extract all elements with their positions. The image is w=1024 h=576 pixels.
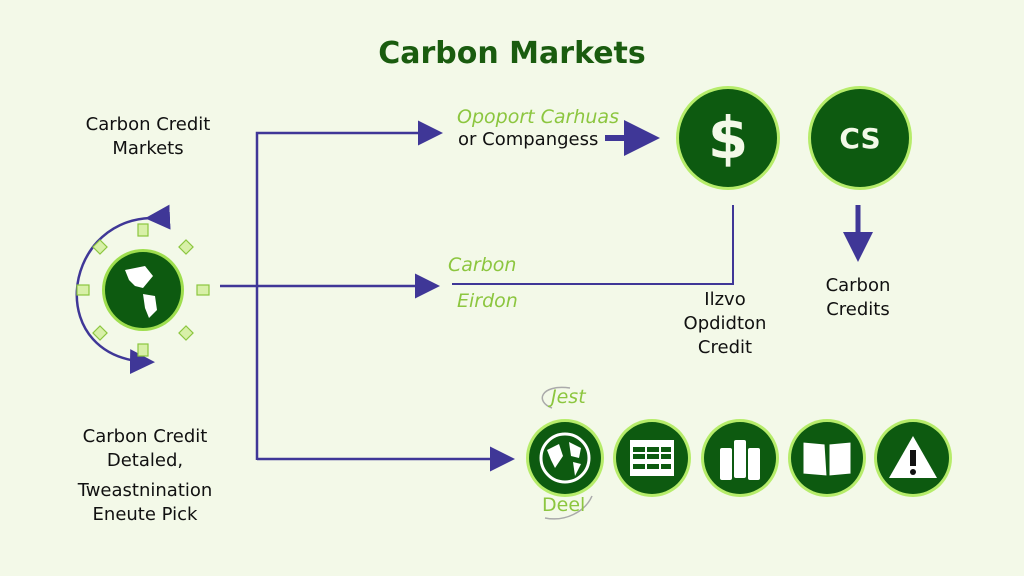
- carbon-italic-label: Carbon: [448, 254, 517, 276]
- label-line: Markets: [112, 138, 184, 159]
- option-credit-label: Ilzvo Opdidton Credit: [645, 288, 805, 360]
- label-line: Eneute Pick: [92, 504, 198, 525]
- cylinders-icon: [704, 422, 776, 494]
- eirdon-italic-label: Eirdon: [457, 290, 518, 312]
- trunk-line-top: [255, 120, 443, 460]
- label-line: Ilzvo: [704, 289, 746, 310]
- companies-label: or Compangess: [458, 129, 599, 150]
- spreadsheet-icon: [616, 422, 688, 494]
- earth-globe-icon: [105, 252, 181, 328]
- page-title: Carbon Markets: [378, 36, 646, 71]
- dollar-icon: $: [679, 89, 777, 187]
- carbon-credits-label: Carbon Credits: [788, 274, 928, 322]
- label-line: Detaled,: [106, 450, 184, 471]
- carbon-credit-details-label: Carbon Credit Detaled, Tweastnination En…: [35, 425, 255, 527]
- book-icon: [791, 422, 863, 494]
- label-line: Credits: [826, 299, 890, 320]
- carbon-credit-markets-label: Carbon Credit Markets: [48, 113, 248, 161]
- cs-badge: CS: [811, 89, 909, 187]
- dollar-to-carbon-line: [452, 205, 734, 285]
- jest-deel-arrows: [541, 386, 593, 520]
- label-line: Carbon: [825, 275, 891, 296]
- label-line: Opdidton: [683, 313, 767, 334]
- label-line: Credit: [697, 337, 753, 358]
- label-line: Carbon Credit: [85, 114, 211, 135]
- globe-inward-arrows: [76, 223, 210, 357]
- label-line: Carbon Credit: [82, 426, 208, 447]
- label-line: Tweastnination: [77, 480, 213, 501]
- warning-icon: [877, 422, 949, 494]
- opoport-carhuas-label: Opoport Carhuas: [457, 106, 619, 128]
- deel-caption: Deel: [542, 494, 586, 516]
- jest-caption: Jest: [551, 386, 586, 408]
- globe-icon: [529, 422, 601, 494]
